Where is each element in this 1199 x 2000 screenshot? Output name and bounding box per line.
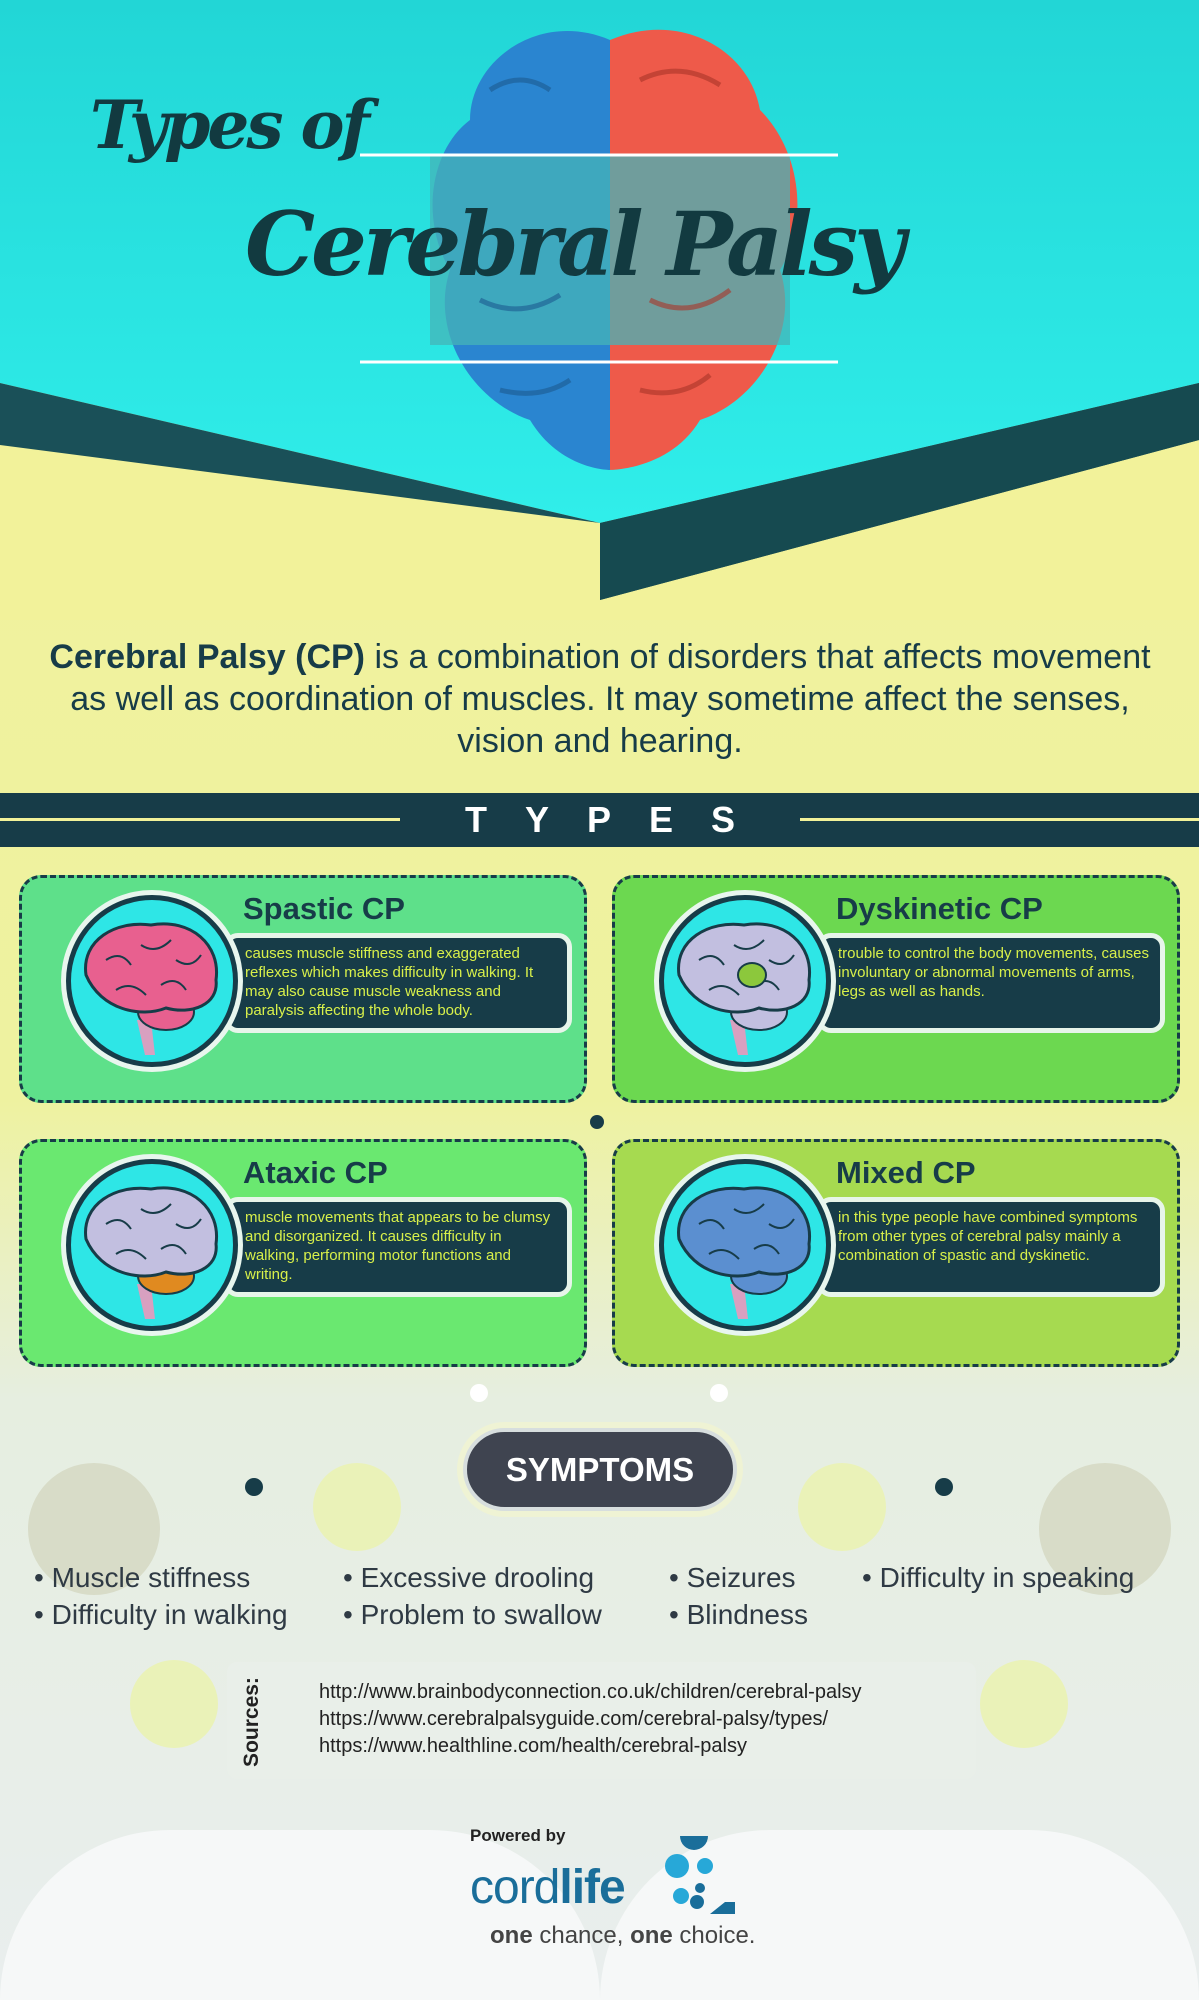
dot [470,1384,488,1402]
dot [245,1478,263,1496]
decor-circle [980,1660,1068,1748]
dot [935,1478,953,1496]
symptom-list: Muscle stiffnessDifficulty in walking [34,1559,288,1633]
dot [710,1384,728,1402]
intro-bold: Cerebral Palsy (CP) [49,638,366,676]
type-description-box: muscle movements that appears to be clum… [224,1197,572,1297]
source-link[interactable]: http://www.brainbodyconnection.co.uk/chi… [319,1681,862,1703]
powered-by: Powered by [470,1826,566,1845]
sources-label: Sources: [239,1677,263,1767]
source-link[interactable]: https://www.cerebralpalsyguide.com/cereb… [319,1708,829,1730]
symptom-item: Muscle stiffness [34,1559,288,1596]
brain-circle [659,1159,831,1331]
type-description-box: in this type people have combined sympto… [817,1197,1165,1297]
cordlife-logo: cordlife [470,1861,626,1914]
type-description: trouble to control the body movements, c… [838,945,1150,1000]
decor-cloud [600,1830,1199,2000]
type-title: Spastic CP [243,891,405,926]
brain-icon [84,922,219,1055]
symptom-item: Blindness [669,1596,808,1633]
decor-circle [798,1463,886,1551]
brain-illustration [430,29,798,471]
symptom-item: Excessive drooling [343,1559,602,1596]
symptom-list: Difficulty in speaking [862,1559,1135,1596]
symptoms-heading: SYMPTOMS [463,1428,737,1511]
cordlife-logo-icon [665,1836,735,1914]
symptom-list: Excessive droolingProblem to swallow [343,1559,602,1633]
type-title: Ataxic CP [243,1155,388,1190]
decor-circle [130,1660,218,1748]
type-description: causes muscle stiffness and exaggerated … [245,945,534,1019]
brain-icon [84,1186,219,1319]
type-description-box: trouble to control the body movements, c… [817,933,1165,1033]
source-link[interactable]: https://www.healthline.com/health/cerebr… [319,1735,747,1757]
type-description-box: causes muscle stiffness and exaggerated … [224,933,572,1033]
decor-cloud [0,1830,600,2000]
decor-circle [313,1463,401,1551]
intro-body: is a combination of disorders that affec… [70,638,1151,760]
types-heading-bar: TYPES [0,793,1199,847]
type-description: muscle movements that appears to be clum… [245,1209,551,1283]
tagline: one chance, one choice. [490,1922,756,1949]
sources-box: Sources: http://www.brainbodyconnection.… [227,1662,976,1779]
brain-circle [66,895,238,1067]
types-heading: TYPES [400,793,800,847]
title-line-2: Cerebral Palsy [245,192,905,296]
symptom-item: Difficulty in walking [34,1596,288,1633]
brain-icon [677,922,812,1055]
type-title: Dyskinetic CP [836,891,1043,926]
symptom-item: Seizures [669,1559,808,1596]
brain-icon [677,1186,812,1319]
title-line-1: Types of [90,86,370,164]
symptom-item: Difficulty in speaking [862,1559,1135,1596]
dot [590,1115,604,1129]
type-description: in this type people have combined sympto… [838,1209,1138,1264]
hero-background [0,0,1199,620]
brain-circle [659,895,831,1067]
type-title: Mixed CP [836,1155,976,1190]
brain-circle [66,1159,238,1331]
intro-text: Cerebral Palsy (CP) is a combination of … [40,636,1160,762]
symptom-list: SeizuresBlindness [669,1559,808,1633]
symptom-item: Problem to swallow [343,1596,602,1633]
